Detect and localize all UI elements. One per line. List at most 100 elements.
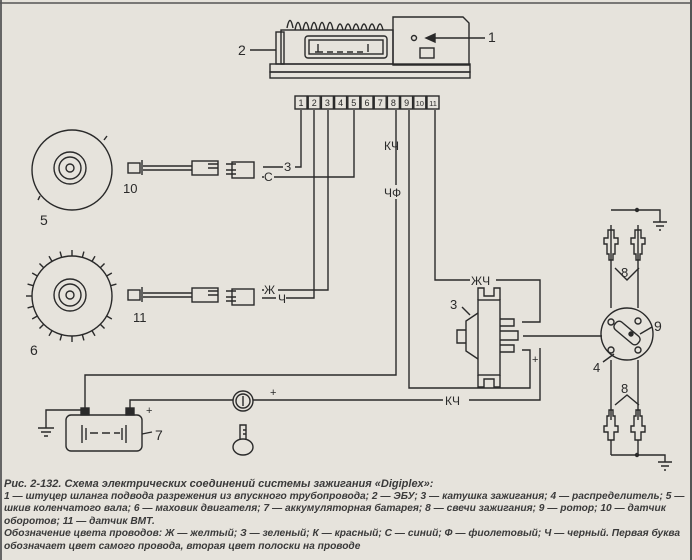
plug-pointers [614, 267, 640, 406]
ground-icon-top [611, 209, 667, 231]
wire-label-s: С [264, 170, 273, 184]
ground-icon-bottom [610, 440, 672, 471]
callout-7: 7 [155, 427, 163, 443]
flywheel-tooth [106, 315, 113, 320]
connector-pin-label: 9 [404, 98, 409, 108]
spark-plug [630, 409, 646, 441]
connector-pin-label: 3 [325, 98, 330, 108]
flywheel-tooth [59, 334, 63, 341]
wire-label-kch-bottom: КЧ [445, 394, 460, 408]
flywheel-tooth [91, 330, 96, 337]
flywheel-tooth [27, 305, 34, 309]
ignition-switch[interactable] [232, 390, 254, 412]
wire-label-chf: ЧФ [384, 186, 401, 200]
spark-plugs [603, 229, 646, 441]
flywheel-tooth [38, 262, 45, 269]
connector-pin [413, 95, 427, 110]
callout-3: 3 [450, 297, 457, 312]
connector-pin [386, 95, 401, 110]
spark-plug [603, 229, 619, 261]
connector-pin-label: 5 [351, 98, 356, 108]
connector-pin-label: 7 [378, 98, 383, 108]
flywheel-tooth [81, 251, 85, 258]
callout-10: 10 [123, 181, 137, 196]
spark-plug [630, 229, 646, 261]
flywheel-tooth [81, 334, 85, 341]
page-edge-right [690, 0, 692, 560]
tdc-sensor [127, 287, 255, 306]
connector-pin [320, 95, 335, 110]
callout-4: 4 [593, 360, 600, 375]
flywheel-tooth [31, 315, 38, 320]
distributor [600, 207, 672, 471]
figure-caption: Рис. 2-132. Схема электрических соединен… [4, 478, 688, 554]
flywheel-tooth [48, 255, 53, 262]
wire-battery-plus [129, 399, 233, 408]
wire-black-violet [408, 110, 531, 389]
flywheel-tooth [31, 272, 38, 277]
wire-red-black [253, 348, 541, 401]
rpm-sensor [127, 160, 255, 179]
wire-label-zhch: ЖЧ [471, 274, 490, 288]
coil-plus: + [532, 354, 538, 366]
connector-pin [347, 95, 361, 110]
connector-pin [307, 95, 321, 110]
flywheel [26, 250, 117, 342]
switch-plus: + [270, 387, 276, 399]
battery-minus: − [70, 403, 77, 417]
callout-1: 1 [488, 29, 496, 45]
connector-pin [426, 95, 440, 110]
page-edge-left [0, 0, 2, 560]
ignition-coil [456, 287, 519, 388]
crankshaft-pulley [31, 129, 113, 211]
connector-pin-label: 11 [429, 99, 437, 108]
connector-pin [333, 95, 348, 110]
figure-legend: 1 — штуцер шланга подвода разрежения из … [4, 490, 685, 527]
wire-black [262, 110, 315, 299]
wire-yellow-black [434, 110, 541, 323]
key-icon [232, 424, 254, 456]
wire-green [263, 110, 302, 168]
connector-pin-label: 2 [312, 98, 317, 108]
battery [38, 407, 153, 452]
wire-label-z: З [284, 160, 291, 174]
connector-pin [399, 95, 414, 110]
flywheel-tooth [48, 330, 53, 337]
connector-pin-label: 10 [416, 99, 424, 108]
wire-label-kch-top: КЧ [384, 139, 399, 153]
ecu-unit [269, 16, 471, 79]
callout-5: 5 [40, 212, 48, 228]
wire-color-legend: Обозначение цвета проводов: Ж — желтый; … [4, 528, 681, 552]
connector-pin-label: 1 [298, 98, 303, 108]
callout-8-bottom: 8 [621, 381, 628, 396]
wire-blue [262, 110, 355, 178]
flywheel-tooth [110, 283, 117, 287]
flywheel-tooth [59, 251, 63, 258]
flywheel-tooth [38, 323, 45, 330]
callout-2: 2 [238, 42, 246, 58]
flywheel-tooth [106, 272, 113, 277]
wiring [84, 110, 602, 408]
callout-8-top: 8 [621, 265, 628, 280]
connector-pin [373, 95, 387, 110]
callout-11: 11 [133, 310, 147, 325]
pointer-1 [424, 32, 485, 44]
ground-icon [38, 409, 81, 437]
connector-pin-label: 6 [364, 98, 369, 108]
flywheel-tooth [99, 323, 106, 330]
flywheel-tooth [27, 283, 34, 287]
connector-pin [294, 95, 308, 110]
wire-label-ch: Ч [278, 292, 286, 306]
connector-pin-label: 4 [338, 98, 343, 108]
wire-yellow [262, 110, 329, 291]
connector-pin-label: 8 [391, 98, 396, 108]
battery-plus: + [146, 405, 152, 417]
flywheel-tooth [91, 255, 96, 262]
figure-title: Рис. 2-132. Схема электрических соединен… [4, 478, 434, 490]
connector-pin [360, 95, 374, 110]
flywheel-tooth [99, 262, 106, 269]
callout-9: 9 [654, 318, 662, 334]
wire-red-black-ground [84, 110, 397, 408]
